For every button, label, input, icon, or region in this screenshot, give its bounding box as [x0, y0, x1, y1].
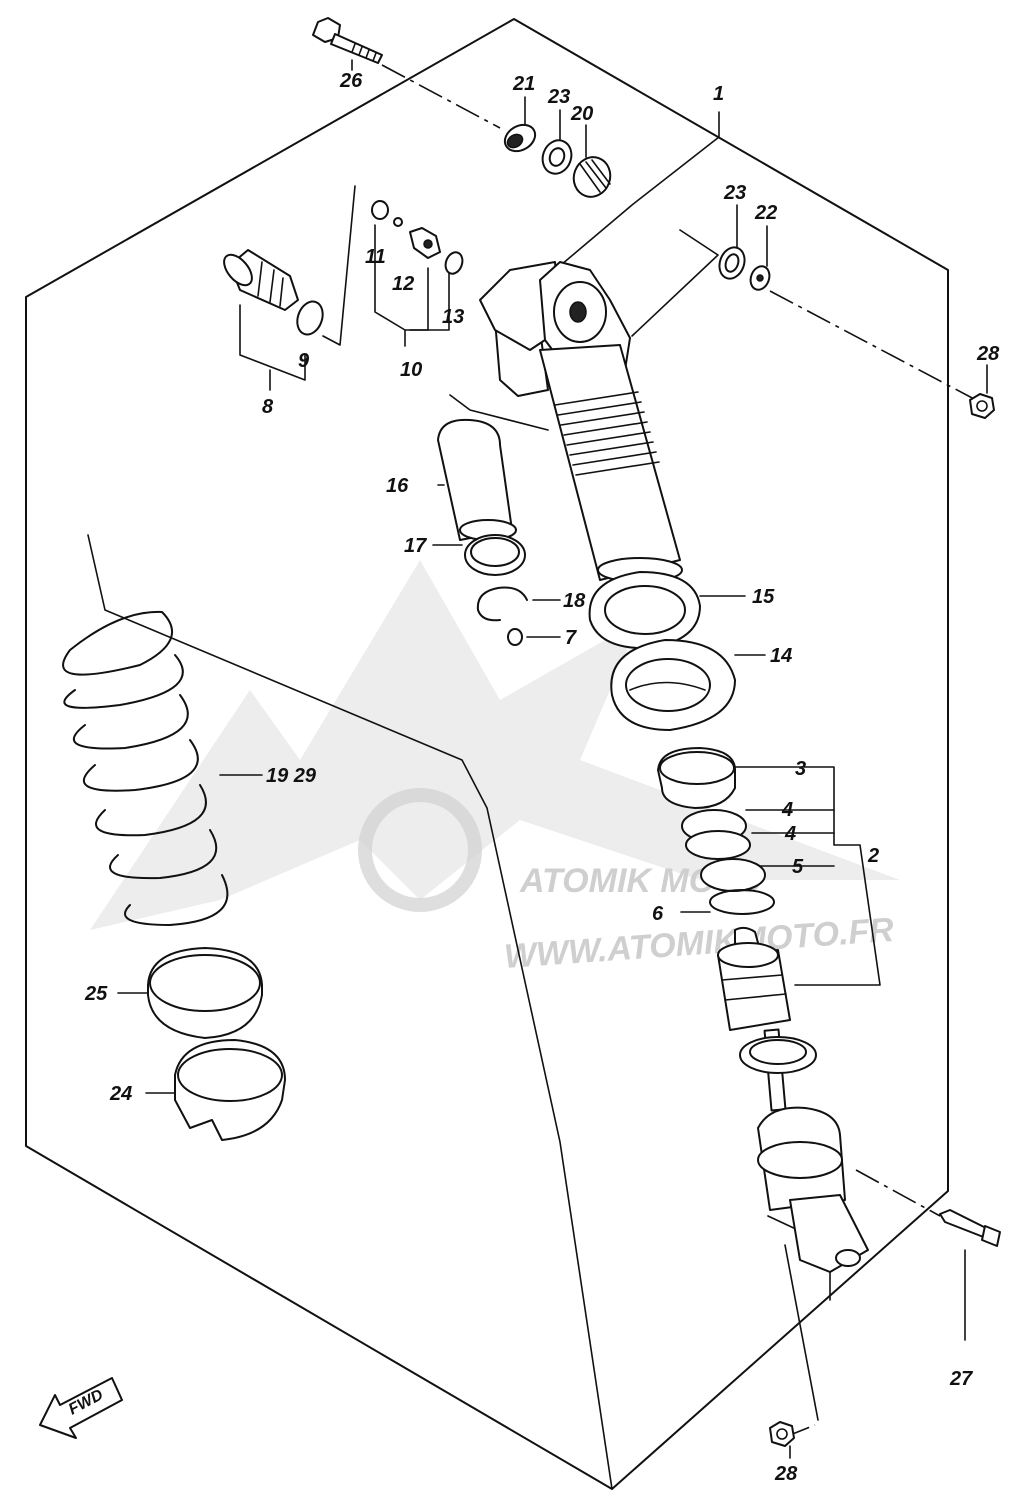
- nut-28-top: [969, 393, 995, 419]
- bushing-3: [657, 747, 736, 809]
- o-ring-13: [444, 251, 464, 275]
- bushing-21: [503, 123, 537, 153]
- label-26: 26: [339, 70, 363, 92]
- label-3: 3: [795, 758, 806, 780]
- label-4b: 4: [784, 823, 796, 845]
- circlip-18: [476, 586, 528, 622]
- label-10: 10: [400, 359, 422, 381]
- spring-seat-25: [147, 947, 263, 1039]
- partition-line: [87, 534, 613, 1490]
- reservoir-16: [437, 418, 517, 541]
- label-12: 12: [392, 273, 414, 295]
- label-28a: 28: [976, 343, 1000, 365]
- label-6: 6: [652, 903, 664, 925]
- label-16: 16: [386, 475, 409, 497]
- label-18: 18: [563, 590, 586, 612]
- label-11: 11: [365, 246, 386, 268]
- ring-6: [709, 889, 775, 915]
- label-leaders: [117, 59, 988, 1459]
- label-14: 14: [770, 645, 792, 667]
- label-20: 20: [570, 103, 593, 125]
- assembly-boundary: [25, 18, 949, 1490]
- label-13: 13: [442, 306, 464, 328]
- valve-10: [409, 227, 441, 259]
- o-ring-12: [393, 217, 403, 227]
- nut-7: [507, 628, 523, 646]
- washer-22: [749, 265, 771, 291]
- label-15: 15: [752, 586, 775, 608]
- fwd-arrow-icon: FWD: [39, 1377, 123, 1439]
- damper-rod-2: [717, 926, 869, 1273]
- spring-19: [62, 610, 229, 926]
- axis-line-bottom: [855, 1169, 941, 1217]
- ring-4b: [685, 830, 751, 860]
- lock-nut-14: [610, 639, 736, 731]
- leader-brackets: [239, 111, 881, 1421]
- watermark-url: WWW.ATOMIKMOTO.FR: [503, 911, 895, 976]
- label-24: 24: [109, 1083, 132, 1105]
- label-21: 21: [512, 73, 535, 95]
- bolt-26: [312, 17, 383, 64]
- ring-5: [700, 858, 766, 892]
- label-25: 25: [84, 983, 108, 1005]
- adjuster-nut-15: [588, 571, 701, 650]
- needle-bearing-20: [572, 156, 612, 198]
- label-17: 17: [404, 535, 427, 557]
- label-5: 5: [792, 856, 804, 878]
- label-7: 7: [565, 627, 577, 649]
- reservoir-cap-8: [223, 249, 299, 311]
- oil-seal-23-right: [718, 246, 746, 280]
- watermark: ATOMIK MOTO WWW.ATOMIKMOTO.FR: [90, 560, 900, 976]
- label-4a: 4: [781, 799, 793, 821]
- label-19-29: 19 29: [266, 765, 317, 787]
- axis-line-right: [769, 290, 977, 401]
- o-ring-9: [296, 300, 324, 336]
- part-labels: 1 2 3 4 4 5 6 7 8 9 10 11 12 13 14 15 16…: [84, 70, 1000, 1485]
- label-1: 1: [713, 83, 724, 105]
- label-2: 2: [867, 845, 879, 867]
- bolt-27: [939, 1209, 1001, 1247]
- label-23b: 23: [723, 182, 746, 204]
- label-9: 9: [298, 350, 310, 372]
- o-ring-11: [371, 200, 389, 220]
- nut-28-bottom: [769, 1421, 795, 1447]
- oil-seal-23: [541, 139, 573, 175]
- label-22: 22: [754, 202, 777, 224]
- label-28b: 28: [774, 1463, 798, 1485]
- label-23a: 23: [547, 86, 570, 108]
- label-27: 27: [949, 1368, 973, 1390]
- spring-guide-24: [174, 1039, 286, 1141]
- bushing-17: [464, 534, 526, 576]
- label-8: 8: [262, 396, 274, 418]
- axis-line-top: [381, 64, 501, 129]
